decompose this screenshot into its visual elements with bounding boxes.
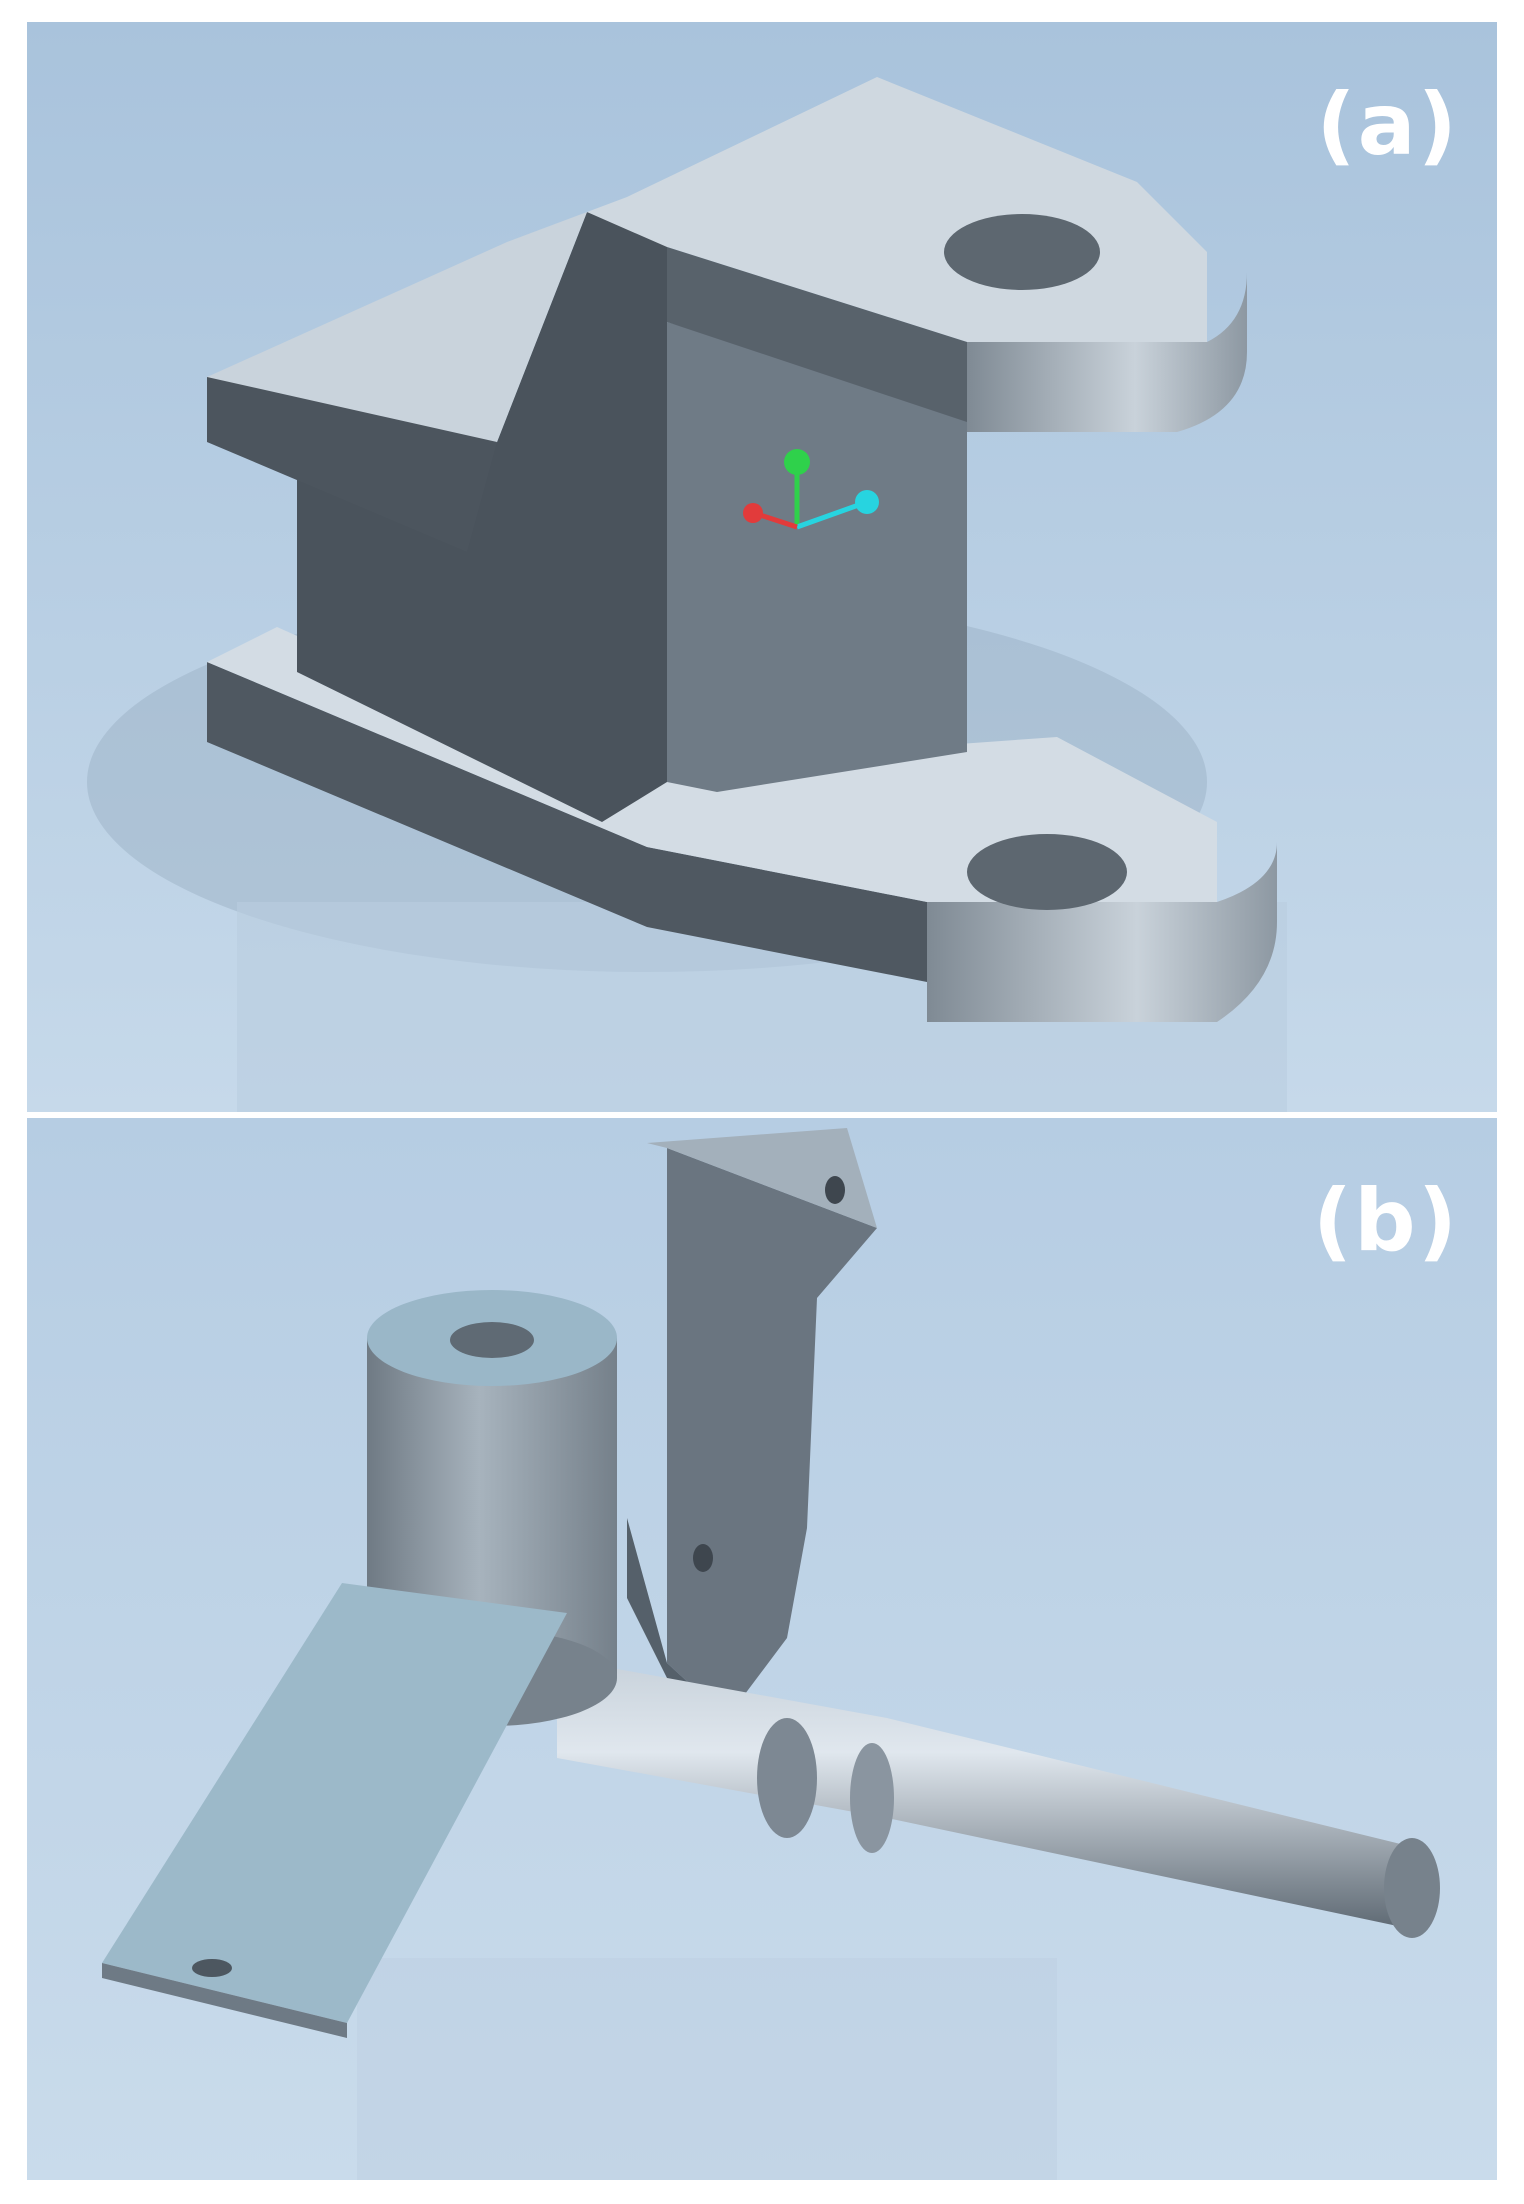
panel-label-b: (b): [1312, 1171, 1459, 1271]
top-arm-front: [667, 247, 967, 422]
top-arm-round-end: [967, 272, 1247, 432]
arm-plate-top: [102, 1583, 567, 2023]
base-front-face: [207, 662, 927, 982]
base-hole: [967, 834, 1127, 910]
shaft-collar: [757, 1718, 817, 1838]
base-round-end: [927, 842, 1277, 1022]
floor-reflection: [357, 1958, 1057, 2180]
coordinate-triad-icon: [743, 449, 879, 530]
plate-hole-top: [825, 1176, 845, 1204]
cad-viewport-a: (a): [27, 22, 1497, 1112]
bracket-model: [27, 22, 1497, 1112]
shaft-end-face: [1384, 1838, 1440, 1938]
web-right-face: [667, 322, 967, 792]
shaft-assembly-model: [27, 1118, 1497, 2180]
arm-plate-edge: [102, 1963, 347, 2038]
arm-plate-hole: [192, 1959, 232, 1977]
hub-bore: [450, 1322, 534, 1358]
shaft-body: [557, 1658, 1417, 1928]
vertical-plate-top-edge: [647, 1128, 877, 1228]
vertical-plate-face: [667, 1148, 877, 1718]
panel-label-a: (a): [1316, 75, 1459, 175]
web-left-face: [297, 212, 667, 822]
left-flange-front: [207, 377, 497, 552]
cad-viewport-b: (b): [27, 1118, 1497, 2180]
top-arm-hole: [944, 214, 1100, 290]
shaft-step: [850, 1743, 894, 1853]
plate-hole-bottom: [693, 1544, 713, 1572]
